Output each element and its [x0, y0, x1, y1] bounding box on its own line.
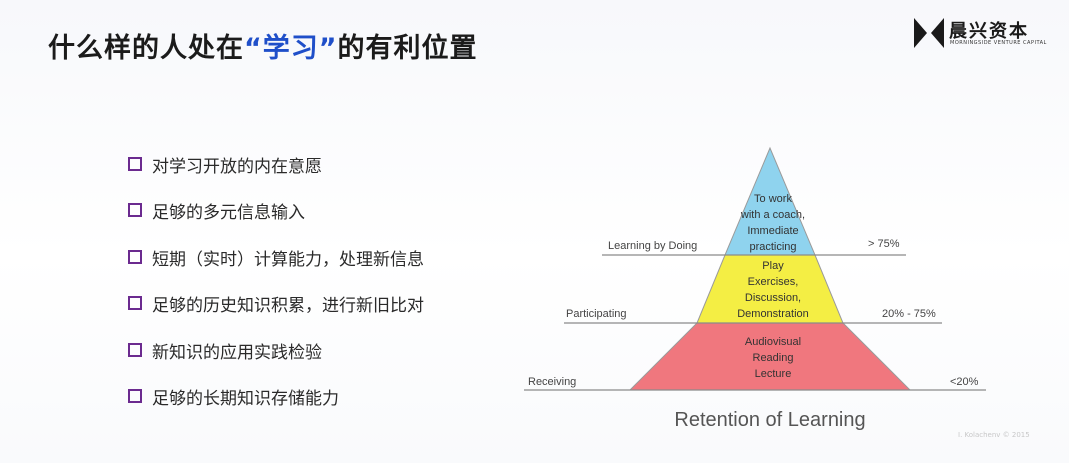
- list-item-text: 足够的历史知识积累，进行新旧比对: [152, 296, 424, 317]
- tier-top-line: To work: [754, 193, 792, 205]
- logo-mark-icon: [914, 18, 944, 48]
- list-item: 新知识的应用实践检验: [128, 338, 424, 384]
- title-text: 什么样的人处在: [48, 33, 244, 64]
- retention-top: > 75%: [868, 238, 900, 250]
- tier-middle-line: Demonstration: [737, 308, 809, 320]
- tier-middle-line: Discussion,: [745, 292, 801, 304]
- list-item: 足够的历史知识积累，进行新旧比对: [128, 291, 424, 337]
- page-title: 什么样的人处在“学习”的有利位置: [48, 26, 478, 65]
- diagram-caption: Retention of Learning: [674, 409, 865, 431]
- tier-label-receiving: Receiving: [528, 376, 576, 388]
- logo-name-en: MORNINGSIDE VENTURE CAPITAL: [950, 40, 1047, 46]
- bullet-list: 对学习开放的内在意愿 足够的多元信息输入 短期（实时）计算能力，处理新信息 足够…: [128, 152, 424, 430]
- title-highlight: “学习”: [244, 33, 338, 64]
- tier-label-participating: Participating: [566, 308, 627, 320]
- list-item-text: 足够的长期知识存储能力: [152, 388, 339, 409]
- list-item: 短期（实时）计算能力，处理新信息: [128, 245, 424, 291]
- tier-label-doing: Learning by Doing: [608, 240, 697, 252]
- square-bullet-icon: [128, 249, 142, 264]
- tier-top-line: with a coach,: [740, 209, 805, 221]
- tier-middle-line: Exercises,: [748, 276, 799, 288]
- retention-bottom: <20%: [950, 376, 979, 388]
- square-bullet-icon: [128, 296, 142, 311]
- retention-middle: 20% - 75%: [882, 308, 936, 320]
- list-item-text: 新知识的应用实践检验: [152, 342, 322, 363]
- square-bullet-icon: [128, 342, 142, 357]
- company-logo: 晨兴资本 MORNINGSIDE VENTURE CAPITAL: [914, 16, 1054, 52]
- retention-pyramid-diagram: Learning by Doing Participating Receivin…: [524, 146, 986, 431]
- list-item-text: 短期（实时）计算能力，处理新信息: [152, 249, 424, 270]
- diagram-credit: I. Kolachenv © 2015: [958, 431, 1030, 439]
- square-bullet-icon: [128, 203, 142, 218]
- tier-bottom-line: Lecture: [755, 368, 792, 380]
- tier-top-line: Immediate: [747, 225, 798, 237]
- list-item: 足够的多元信息输入: [128, 198, 424, 244]
- title-text-end: 的有利位置: [337, 33, 478, 64]
- logo-name-cn: 晨兴资本: [949, 21, 1029, 42]
- square-bullet-icon: [128, 388, 142, 403]
- list-item: 足够的长期知识存储能力: [128, 384, 424, 430]
- tier-top-line: practicing: [749, 241, 796, 253]
- tier-bottom-line: Audiovisual: [745, 336, 801, 348]
- tier-bottom-line: Reading: [753, 352, 794, 364]
- tier-middle-line: Play: [762, 260, 784, 272]
- square-bullet-icon: [128, 157, 142, 171]
- list-item-text: 足够的多元信息输入: [152, 203, 305, 224]
- list-item-text: 对学习开放的内在意愿: [152, 157, 322, 177]
- list-item: 对学习开放的内在意愿: [128, 152, 424, 198]
